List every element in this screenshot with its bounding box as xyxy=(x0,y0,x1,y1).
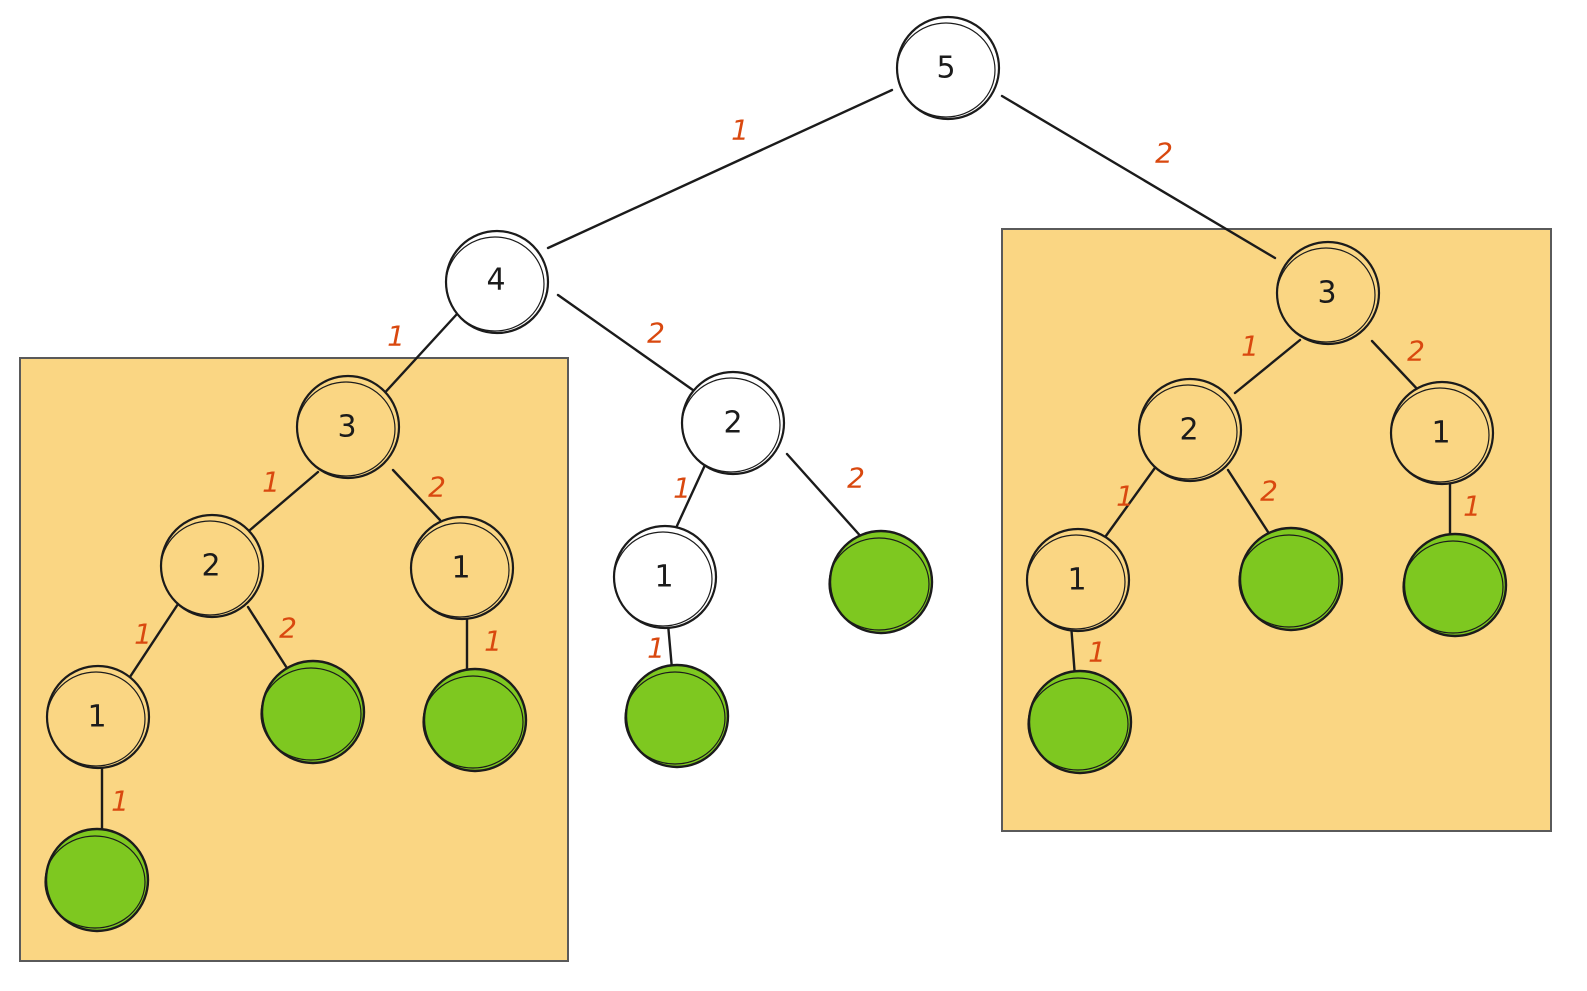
edge-label-b-bb: 2 xyxy=(1407,335,1425,368)
node-root: 5 xyxy=(895,15,1001,121)
edge-label-aaaa-leaf: 1 xyxy=(111,785,129,818)
node-1-right-a: 1 xyxy=(1025,527,1131,633)
node-1-middle-label: 1 xyxy=(654,560,673,595)
leaf-node xyxy=(1027,669,1133,775)
edge-aa-aaa xyxy=(248,470,320,532)
edge-ab-aba xyxy=(674,463,707,530)
leaf-nodes xyxy=(44,526,1508,933)
edge-label-aa-aab: 2 xyxy=(428,471,446,504)
edge-aaa-leaf xyxy=(246,605,294,678)
edge-ba-baa xyxy=(1101,463,1159,542)
node-3-left-label: 3 xyxy=(337,410,356,445)
edge-label-aba-leaf: 1 xyxy=(647,632,665,665)
edge-root-b xyxy=(1000,94,1277,260)
node-2-middle: 2 xyxy=(680,370,786,476)
edge-root-a xyxy=(546,88,894,250)
edge-label-b-ba: 1 xyxy=(1241,330,1259,363)
edge-label-aaa-leaf: 2 xyxy=(279,612,297,645)
edge-ab-leaf xyxy=(785,452,866,542)
edge-label-ba-leaf: 2 xyxy=(1260,475,1278,508)
node-2-left-label: 2 xyxy=(201,549,220,584)
edge-aaa-aaaa xyxy=(124,602,180,685)
node-2-right: 2 xyxy=(1137,377,1243,483)
edge-label-root-b: 2 xyxy=(1155,137,1173,170)
edge-label-a-aa: 1 xyxy=(387,320,405,353)
edge-labels: 1 2 1 2 1 2 1 2 1 1 1 2 1 1 2 1 2 1 1 xyxy=(111,114,1481,818)
edge-label-ba-baa: 1 xyxy=(1116,480,1134,513)
leaf-node xyxy=(1402,532,1508,638)
edge-b-ba xyxy=(1233,338,1302,395)
leaf-node xyxy=(422,667,528,773)
node-1-left-b-label: 1 xyxy=(451,551,470,586)
edge-a-ab xyxy=(556,293,702,397)
edge-ba-leaf xyxy=(1226,468,1272,537)
node-1-left-b: 1 xyxy=(409,515,515,621)
node-3-right-label: 3 xyxy=(1317,276,1336,311)
edges xyxy=(100,88,1452,835)
edge-label-aab-leaf: 1 xyxy=(484,625,502,658)
node-2-right-label: 2 xyxy=(1179,413,1198,448)
node-1-left-a-label: 1 xyxy=(87,700,106,735)
edge-label-ab-leaf: 2 xyxy=(847,462,865,495)
node-1-right-a-label: 1 xyxy=(1067,563,1086,598)
edge-label-aa-aaa: 1 xyxy=(262,466,280,499)
node-3-right: 3 xyxy=(1275,240,1381,346)
node-1-right-b: 1 xyxy=(1389,380,1495,486)
edge-aa-aab xyxy=(391,468,442,522)
edge-label-baa-leaf: 1 xyxy=(1088,636,1106,669)
node-2-middle-label: 2 xyxy=(723,406,742,441)
edge-label-root-a: 1 xyxy=(731,114,749,147)
edge-label-aaa-aaaa: 1 xyxy=(134,618,152,651)
node-4: 4 xyxy=(444,229,550,335)
edge-label-ab-aba: 1 xyxy=(673,472,691,505)
edge-a-aa xyxy=(378,312,459,400)
node-2-left: 2 xyxy=(159,513,265,619)
node-root-label: 5 xyxy=(936,51,955,86)
node-1-right-b-label: 1 xyxy=(1431,416,1450,451)
leaf-node xyxy=(44,827,150,933)
leaf-node xyxy=(260,659,366,765)
leaf-node xyxy=(624,663,730,769)
leaf-node xyxy=(828,529,934,635)
edge-baa-leaf xyxy=(1069,622,1077,679)
leaf-node xyxy=(1238,526,1344,632)
node-4-label: 4 xyxy=(486,263,505,298)
edge-aba-leaf xyxy=(666,622,674,671)
edge-b-bb xyxy=(1370,339,1422,394)
node-1-left-a: 1 xyxy=(45,664,151,770)
node-1-middle: 1 xyxy=(612,524,718,630)
edge-label-a-ab: 2 xyxy=(647,317,665,350)
node-3-left: 3 xyxy=(295,374,401,480)
edge-label-bb-leaf: 1 xyxy=(1463,490,1481,523)
